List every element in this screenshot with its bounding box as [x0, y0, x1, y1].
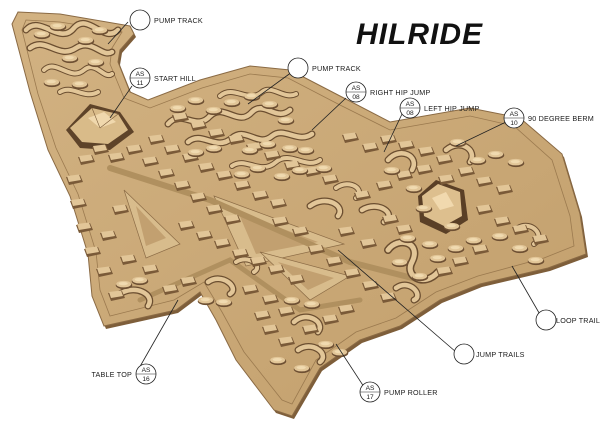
label-start-hill: AS 11 START HILL	[129, 67, 196, 89]
label-90-degree-berm: AS 10 90 DEGREE BERM	[503, 107, 594, 129]
svg-text:AS: AS	[352, 85, 361, 92]
svg-text:AS: AS	[142, 367, 151, 374]
svg-text:JUMP TRAILS: JUMP TRAILS	[476, 350, 525, 359]
svg-text:AS: AS	[366, 385, 375, 392]
hip-jump-block	[418, 180, 468, 234]
svg-text:LOOP TRAIL: LOOP TRAIL	[556, 316, 600, 325]
svg-text:AS: AS	[136, 71, 145, 78]
leader-lines	[107, 21, 543, 391]
svg-text:RIGHT HIP JUMP: RIGHT HIP JUMP	[370, 88, 430, 97]
berms	[116, 141, 542, 366]
label-pump-track-top: PUMP TRACK	[129, 9, 203, 31]
svg-text:HILRIDE: HILRIDE	[356, 18, 483, 51]
svg-text:PUMP ROLLER: PUMP ROLLER	[384, 388, 438, 397]
label-pump-track-middle: PUMP TRACK	[287, 57, 361, 79]
svg-text:16: 16	[142, 376, 150, 383]
svg-text:START HILL: START HILL	[154, 74, 196, 83]
svg-text:PUMP TRACK: PUMP TRACK	[312, 64, 361, 73]
hilride-logo: HILRIDE	[356, 18, 483, 51]
svg-text:AS: AS	[510, 111, 519, 118]
svg-text:08: 08	[406, 110, 414, 117]
svg-text:PUMP TRACK: PUMP TRACK	[154, 16, 203, 25]
label-table-top: AS 16 TABLE TOP	[91, 363, 157, 385]
label-pump-roller: AS 17 PUMP ROLLER	[359, 381, 438, 403]
start-hill	[66, 104, 134, 150]
svg-text:10: 10	[510, 120, 518, 127]
svg-text:08: 08	[352, 94, 360, 101]
label-left-hip-jump: AS 08 LEFT HIP JUMP	[399, 97, 479, 119]
label-jump-trails: JUMP TRAILS	[453, 343, 525, 365]
svg-text:AS: AS	[406, 101, 415, 108]
svg-text:TABLE TOP: TABLE TOP	[91, 370, 132, 379]
label-loop-trail: LOOP TRAIL	[535, 309, 600, 331]
svg-text:LEFT HIP JUMP: LEFT HIP JUMP	[424, 104, 479, 113]
svg-text:90 DEGREE BERM: 90 DEGREE BERM	[528, 114, 594, 123]
svg-text:17: 17	[366, 394, 374, 401]
label-right-hip-jump: AS 08 RIGHT HIP JUMP	[345, 81, 430, 103]
svg-text:11: 11	[137, 80, 144, 87]
